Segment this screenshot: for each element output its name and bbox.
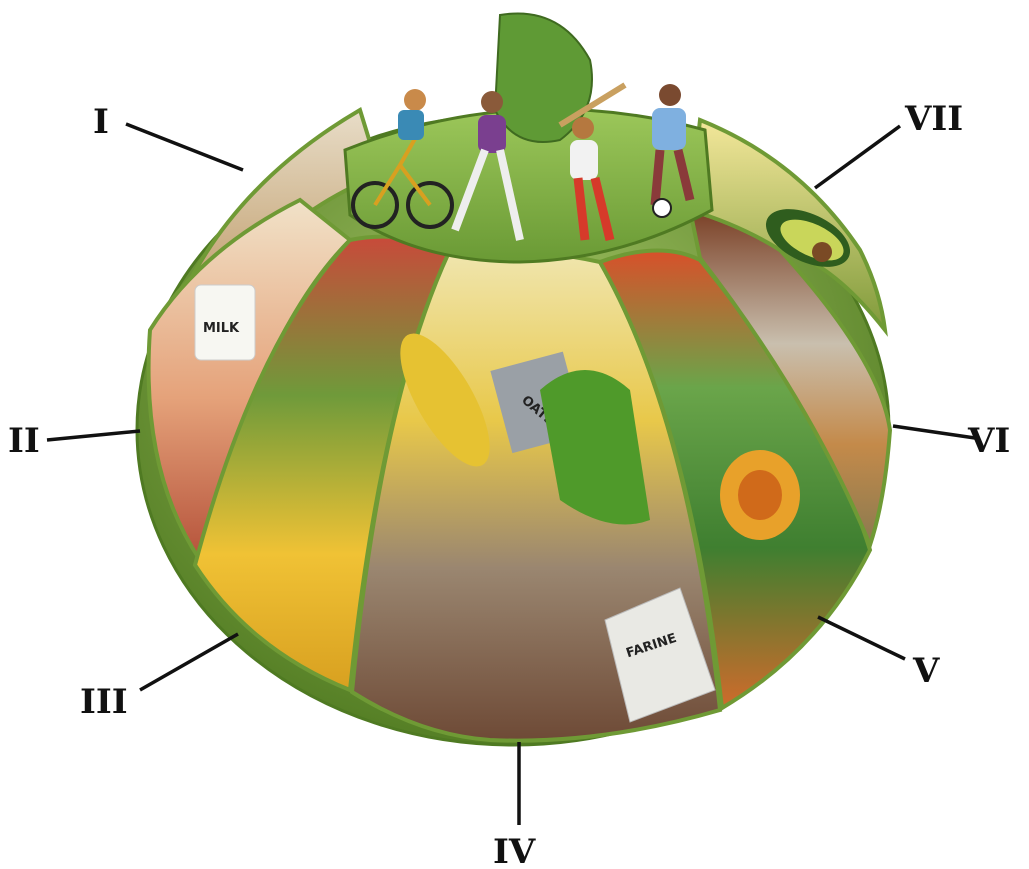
label-iii: III	[80, 682, 128, 722]
leader-line-i	[126, 124, 243, 170]
leader-line-v	[818, 617, 905, 659]
activity-platform	[345, 13, 712, 262]
milk-carton-icon: MILK	[195, 285, 255, 360]
leader-line-vi	[893, 426, 975, 438]
leader-line-iii	[140, 634, 238, 690]
label-vi: VI	[967, 421, 1010, 461]
label-vii: VII	[904, 99, 963, 139]
label-v: V	[912, 651, 940, 691]
label-ii: II	[8, 421, 40, 461]
leader-line-vii	[815, 126, 900, 188]
label-i: I	[93, 102, 109, 142]
leader-line-ii	[47, 431, 140, 440]
pumpkin-icon	[720, 450, 800, 540]
label-iv: IV	[493, 832, 536, 869]
milk-label: MILK	[203, 321, 240, 336]
